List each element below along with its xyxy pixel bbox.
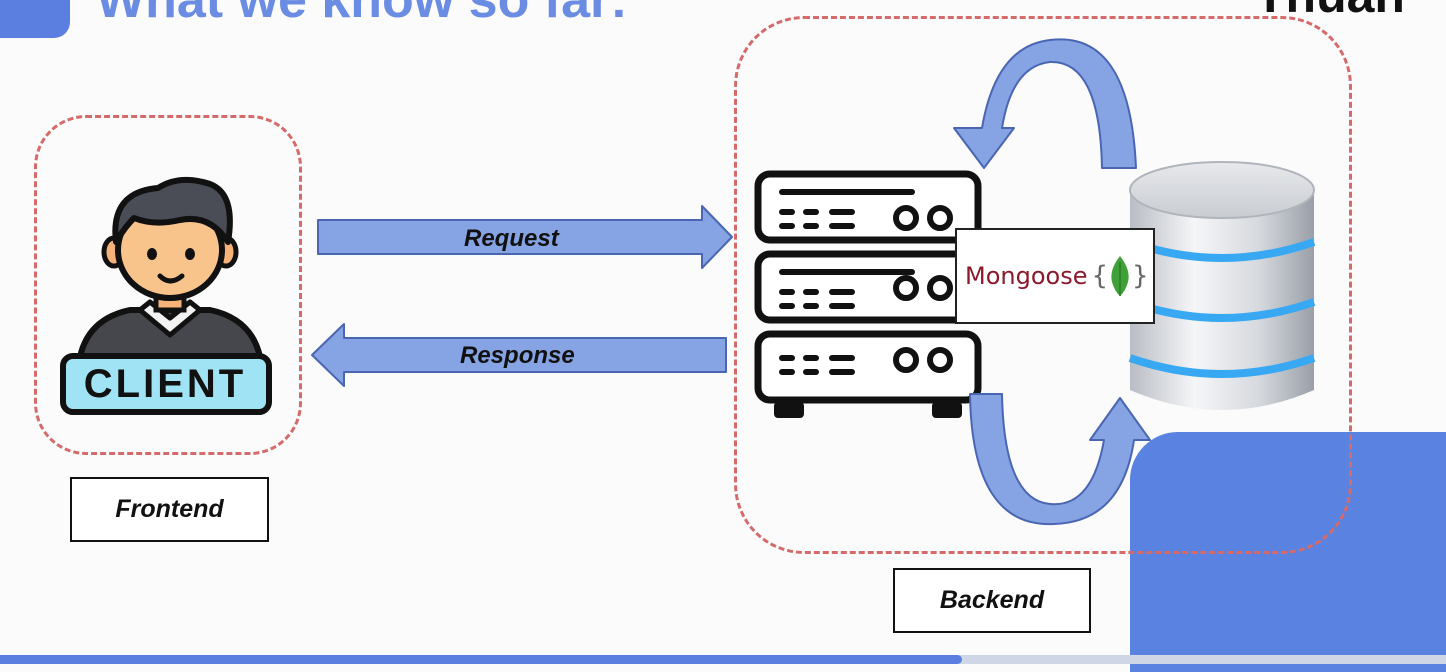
left-brace-icon: { <box>1091 261 1109 291</box>
frontend-group-border <box>34 115 302 455</box>
backend-label: Backend <box>893 568 1091 633</box>
request-label: Request <box>464 225 559 252</box>
circular-arrow-icon <box>953 38 1137 169</box>
right-brace-icon: } <box>1132 261 1149 291</box>
mongoose-logo: Mongoose { } <box>955 228 1155 324</box>
corner-accent-top-left <box>0 0 70 38</box>
request-arrow <box>317 205 733 269</box>
server-rack-icon <box>754 170 982 418</box>
brand-text: Thuan <box>1255 0 1405 20</box>
response-label: Response <box>460 342 575 369</box>
user-avatar-icon <box>60 176 272 415</box>
response-arrow <box>311 323 727 387</box>
frontend-label: Frontend <box>70 477 269 542</box>
client-badge-label: CLIENT <box>83 361 247 406</box>
mongoose-wordmark: Mongoose <box>965 262 1088 290</box>
circular-arrow-icon <box>969 393 1151 526</box>
mongodb-leaf-icon <box>1111 256 1129 296</box>
progress-fill <box>0 655 962 664</box>
slide-title: What we know so far: <box>96 0 628 29</box>
backend-group-border <box>734 16 1352 554</box>
